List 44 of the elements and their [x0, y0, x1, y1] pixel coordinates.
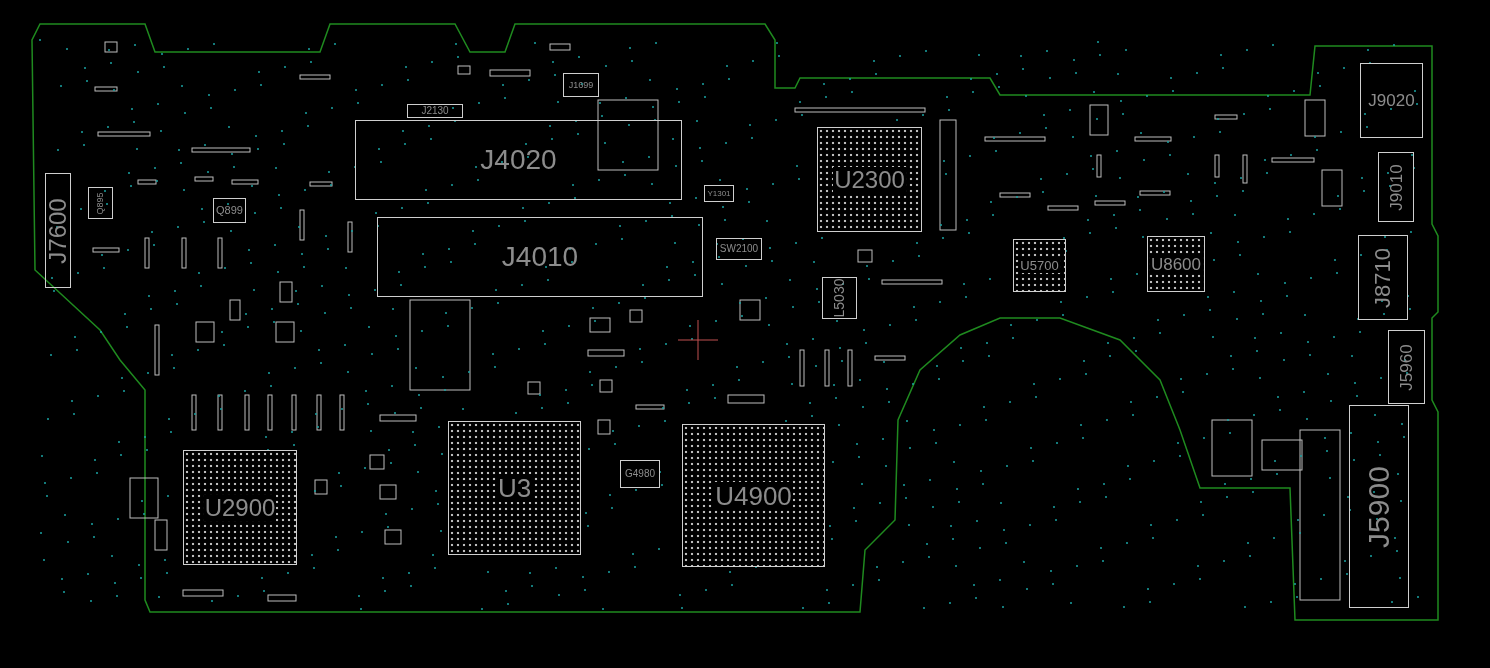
reference-designator: J7600	[46, 197, 70, 264]
reference-designator: SW2100	[719, 244, 759, 254]
connector-outline	[1360, 63, 1423, 138]
reference-designator: U4900	[714, 481, 793, 510]
connector-outline	[1388, 330, 1425, 404]
reference-designator: J9010	[1387, 163, 1405, 211]
reference-designator: J4010	[501, 243, 579, 271]
reference-designator: J2130	[421, 106, 449, 116]
reference-designator: J1699	[568, 80, 594, 90]
connector-outline	[1358, 235, 1408, 320]
connector-outline	[45, 173, 71, 288]
component-outline	[563, 73, 599, 97]
chip-outline	[1013, 239, 1066, 292]
connector-outline	[1349, 405, 1409, 608]
chip-outline	[1147, 236, 1205, 292]
connector-outline	[377, 217, 703, 297]
reference-designator: U2300	[833, 166, 906, 193]
reference-designator: U8600	[1149, 254, 1203, 274]
reference-designator: J5960	[1398, 343, 1415, 391]
crystal-outline	[704, 185, 734, 202]
chip-outline	[817, 127, 922, 232]
component-outline	[88, 187, 113, 219]
component-outline	[213, 198, 246, 223]
reference-designator: J8710	[1372, 247, 1394, 308]
connector-outline	[1378, 152, 1414, 222]
reference-designator: G4980	[625, 469, 655, 479]
reference-designator: J9020	[1368, 92, 1415, 109]
reference-designator: J4020	[480, 146, 557, 174]
connector-outline	[407, 104, 463, 118]
inductor-outline	[822, 277, 857, 319]
chip-outline	[183, 450, 297, 565]
reference-designator: Y1301	[707, 189, 731, 198]
reference-designator: U2900	[203, 494, 277, 521]
component-outline	[620, 460, 660, 488]
reference-designator: Q899	[216, 205, 243, 216]
chip-outline	[448, 421, 581, 555]
reference-designator: J5900	[1364, 465, 1394, 548]
chip-outline	[682, 424, 825, 567]
reference-designator: U5700	[1019, 258, 1060, 273]
reference-designator: L5030	[832, 278, 847, 318]
reference-designator: U3	[496, 474, 533, 502]
connector-outline	[355, 120, 682, 200]
switch-outline	[716, 238, 762, 260]
reference-designator: Q895	[96, 192, 105, 214]
